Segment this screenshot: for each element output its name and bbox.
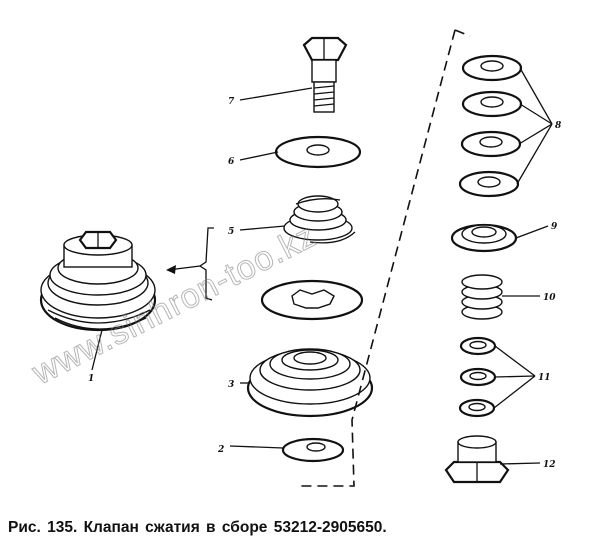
callout-8: 8: [555, 121, 562, 131]
callout-11: 11: [538, 373, 551, 383]
cup-part-9: [450, 223, 518, 253]
callout-12: 12: [543, 460, 556, 470]
callout-6: 6: [228, 157, 235, 167]
washer-part-6: [274, 135, 362, 169]
washers-part-8: [458, 54, 523, 198]
rings-part-11: [458, 336, 497, 418]
spring-seat-part-5: [283, 195, 356, 244]
figure-caption: Рис. 135. Клапан сжатия в сборе 53212-29…: [8, 519, 387, 536]
callout-5: 5: [228, 227, 234, 237]
callout-2: 2: [217, 445, 224, 455]
dashed-bracket: [300, 29, 471, 487]
spring-part-10: [461, 274, 503, 320]
assembled-valve-part-1: [39, 230, 157, 332]
notched-disc: [260, 279, 364, 321]
callout-10: 10: [543, 293, 556, 303]
callout-9: 9: [551, 222, 558, 232]
callout-3: 3: [228, 380, 234, 390]
small-washer-part-2: [281, 437, 345, 463]
bolt-part-7: [302, 36, 348, 113]
leader-lines: [91, 67, 553, 465]
valve-body-part-3: [246, 348, 374, 418]
assembly-bracket: [166, 227, 214, 301]
callout-7: 7: [228, 97, 235, 107]
nut-part-12: [444, 435, 510, 484]
callout-1: 1: [88, 374, 94, 384]
callout-labels: 1 2 3 5 6 7 8 9 10 11 12: [88, 97, 562, 470]
